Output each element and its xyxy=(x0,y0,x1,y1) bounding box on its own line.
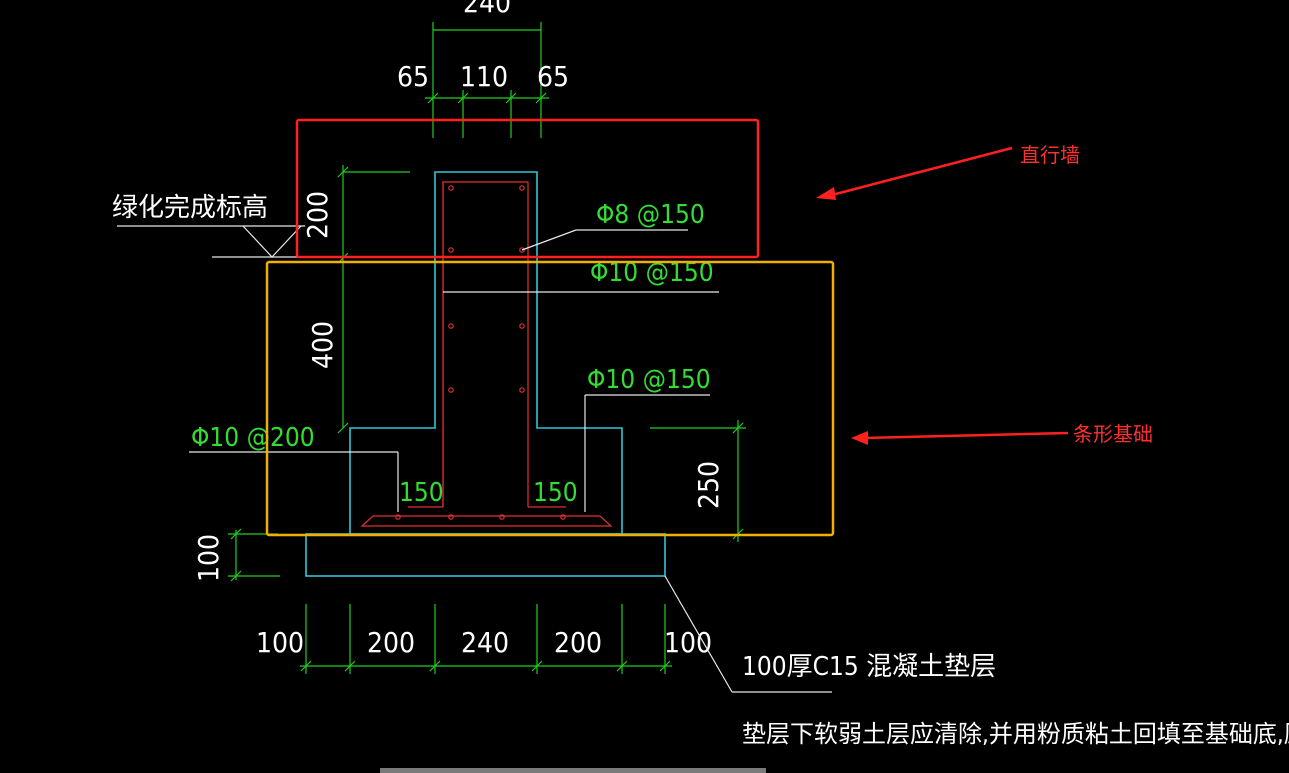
dim-foundation-height: 400 xyxy=(306,321,339,369)
dim-cushion-thickness: 100 xyxy=(192,534,225,582)
construction-notes: 100厚C15 混凝土垫层 垫层下软弱土层应清除,并用粉质粘土回填至基础底,压实… xyxy=(664,575,1289,748)
dim-top-left: 65 xyxy=(397,60,429,93)
wall-highlight-box xyxy=(295,118,760,259)
callout-right-bar: Φ10 @150 xyxy=(587,365,711,395)
annotation-foundation: 条形基础 xyxy=(851,423,1153,446)
bottom-dimension-chain: 100 200 240 200 100 xyxy=(256,604,712,674)
horizontal-scrollbar[interactable] xyxy=(380,768,766,773)
note-cushion: 100厚C15 混凝土垫层 xyxy=(742,652,996,682)
dim-bottom-2: 200 xyxy=(367,626,415,659)
dim-top-right: 65 xyxy=(537,60,569,93)
callout-wall-stirrup: Φ8 @150 xyxy=(596,200,705,230)
finished-level-mark: 绿化完成标高 xyxy=(112,193,340,258)
rebar-dots xyxy=(395,185,566,520)
left-vertical-dimensions: 200 400 100 xyxy=(192,165,410,582)
note-soil: 垫层下软弱土层应清除,并用粉质粘土回填至基础底,压实系数≥0.94 xyxy=(742,720,1289,748)
dim-bottom-4: 200 xyxy=(554,626,602,659)
dim-bottom-3: 240 xyxy=(461,626,509,659)
annotation-wall: 直行墙 xyxy=(816,144,1080,200)
dim-bottom-1: 100 xyxy=(256,626,304,659)
anchor-length-right: 150 xyxy=(533,478,578,508)
label-green-level: 绿化完成标高 xyxy=(112,193,268,223)
dim-top-total: 240 xyxy=(463,0,511,19)
callout-left-bar: Φ10 @200 xyxy=(191,423,315,453)
right-vertical-dimension: 250 xyxy=(650,420,746,542)
top-dimension-chain: 240 65 110 65 xyxy=(397,0,569,138)
dim-bottom-5: 100 xyxy=(664,626,712,659)
anchor-length-left: 150 xyxy=(399,478,444,508)
rebar-cage xyxy=(360,181,613,527)
foundation-highlight-box xyxy=(265,260,835,537)
concrete-cushion xyxy=(305,533,666,577)
annotation-foundation-label: 条形基础 xyxy=(1073,423,1153,446)
rebar-callouts: Φ8 @150 Φ10 @150 Φ10 @150 Φ10 @200 150 1… xyxy=(189,200,719,512)
dim-footing-edge: 250 xyxy=(692,461,725,509)
annotation-wall-label: 直行墙 xyxy=(1020,144,1080,167)
dim-top-mid: 110 xyxy=(460,60,508,93)
dim-wall-height: 200 xyxy=(301,191,334,239)
